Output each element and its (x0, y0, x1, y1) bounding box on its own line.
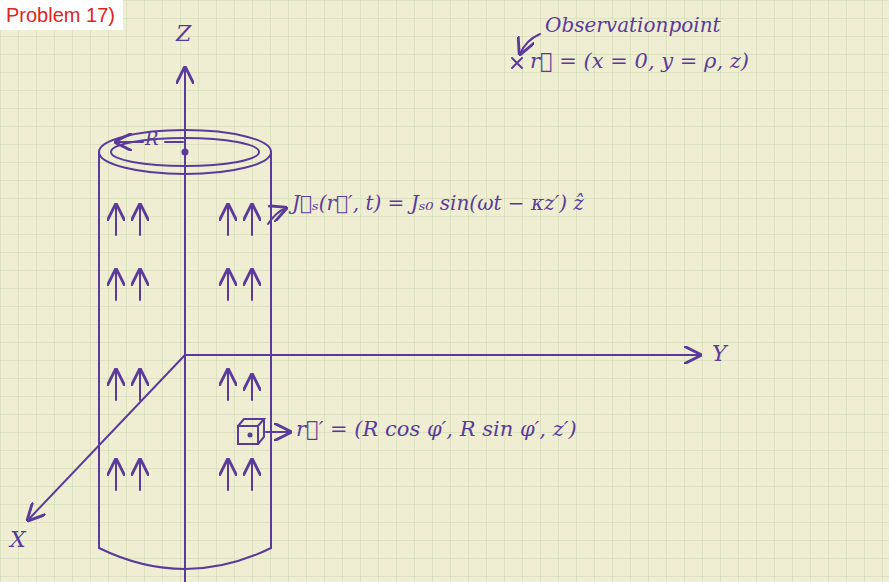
current-arrows (116, 205, 252, 490)
axis-dot (183, 150, 188, 155)
leader-line (268, 208, 286, 224)
position-vector: r⃗ = (x = 0, y = ρ, z) (530, 50, 749, 73)
z-axis (184, 68, 186, 582)
radius-arrow (165, 141, 183, 143)
volume-element (238, 419, 264, 444)
observation-marker (512, 58, 522, 68)
radius-label: R (145, 129, 159, 149)
axis-label: X (10, 528, 26, 552)
axis-label: Y (712, 342, 727, 366)
cylinder-bottom (99, 548, 271, 569)
leader-line (266, 431, 290, 433)
problem-heading: Problem 17) (0, 0, 123, 30)
source-position: r⃗′ = (R cos φ′, R sin φ′, z′) (296, 418, 577, 441)
cylinder-inner-rim (111, 138, 259, 166)
cylinder-top (99, 130, 271, 174)
axis-label: Z (176, 22, 191, 46)
current-density: J⃗ₛ(r⃗′, t) = Jₛ₀ sin(ωt − κz′) ẑ (292, 192, 584, 214)
observation-note: Observationpoint (545, 14, 721, 36)
x-axis (28, 355, 185, 520)
cylinder-side (98, 152, 100, 548)
y-axis (185, 354, 700, 356)
radius-arrow (116, 141, 143, 143)
cylinder-side (270, 152, 272, 548)
